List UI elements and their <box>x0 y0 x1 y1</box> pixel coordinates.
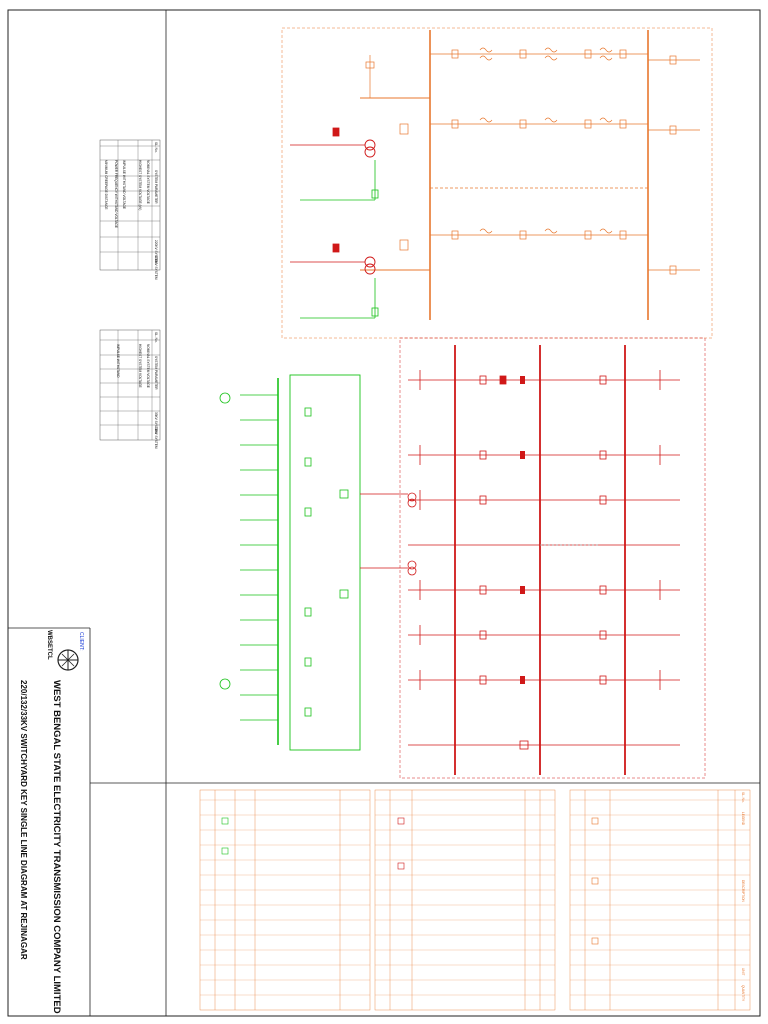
transformer-icon <box>364 139 376 275</box>
t33-h0: SL. No. <box>154 332 158 343</box>
table-33kv <box>99 329 161 441</box>
kv33-section <box>219 374 408 751</box>
t220-h3: 132KV SYSTEM <box>154 256 158 280</box>
t220-h1: SYSTEM PARAMETER <box>154 170 158 204</box>
t220-h0: SL. No. <box>154 142 158 153</box>
kv33-link-top <box>300 160 379 319</box>
t220-r0: NOMINAL SYSTEM VOLTAGE <box>146 160 150 204</box>
t33-r1: HIGHEST SYSTEM VOLTAGE <box>138 344 142 388</box>
t33-r5: IMPULSE WITHSTAND <box>116 344 120 378</box>
table-220kv <box>99 139 161 271</box>
circuit-breaker-icon <box>520 376 525 684</box>
t33-h3: 11KV SYSTEM <box>154 427 158 449</box>
legend-h-slno: SL. No. <box>741 792 745 803</box>
logo-text: WBSETCL <box>46 630 52 660</box>
legend-h-unit: UNIT <box>741 968 745 976</box>
t220-r5: POWER FREQUENCY WITHSTAND VOLTAGE <box>114 160 118 228</box>
kv132-feeders-top <box>290 127 365 263</box>
outer-border <box>7 9 761 1017</box>
t220-r4: IMPULSE WITHSTAND VOLTAGE <box>122 160 126 210</box>
kv132-section <box>399 337 706 779</box>
t33-r0: NOMINAL SYSTEM VOLTAGE <box>146 344 150 388</box>
legend-h-desc: DESCRIPTION <box>741 880 745 902</box>
wbsetcl-logo-icon <box>57 649 79 671</box>
t220-r1: HIGHEST SYSTEM VOLTAGE (kV) <box>138 160 142 211</box>
t33-h1: SYSTEM PARAMETER <box>154 356 158 390</box>
drawing-title: 220/132/33KV SWITCHYARD KEY SINGLE LINE … <box>19 680 28 960</box>
legend-h-qty: QUANTITY <box>741 985 745 1002</box>
client-label: CLIENT: <box>78 632 84 651</box>
legend-h-legend: LEGEND <box>741 812 745 826</box>
legend-symbols <box>221 817 599 945</box>
kv220-section <box>281 27 713 339</box>
legend-rows <box>200 799 750 996</box>
company-name: WEST BENGAL STATE ELECTRICITY TRANSMISSI… <box>51 680 62 1014</box>
legend-table <box>199 789 751 1011</box>
t220-r6: MINIMUM CREEPAGE DISTANCE <box>104 160 108 210</box>
